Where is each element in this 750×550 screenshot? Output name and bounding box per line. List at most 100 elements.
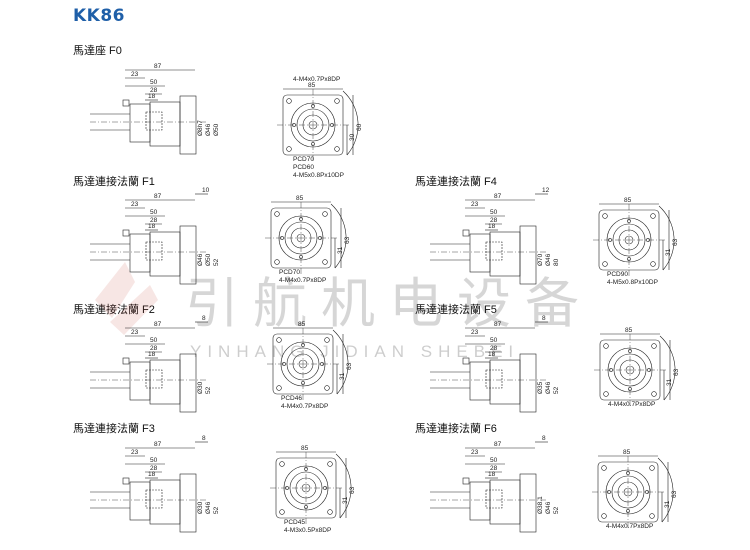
diameter-label: Ø30 <box>197 381 204 394</box>
diameter-label: Ø46 <box>205 501 212 514</box>
dim-label: 87 <box>154 193 162 200</box>
nut <box>122 99 130 107</box>
diameter-label: Ø38.1 <box>537 496 544 514</box>
callout-note: 4-M4x0.7Px8DP <box>281 403 328 410</box>
block <box>129 103 151 143</box>
diameter-label: Ø35 <box>537 381 544 394</box>
diameter-label: Ø50 <box>213 123 220 136</box>
callout-note: 4-M5x0.8Px10DP <box>293 172 344 179</box>
mount-hole <box>602 213 608 219</box>
coupling-housing <box>489 231 521 277</box>
mount-hole <box>651 391 657 397</box>
angle-arc <box>657 457 674 523</box>
mount-hole <box>322 211 328 217</box>
block <box>469 233 491 273</box>
diameter-label: Ø46 <box>545 381 552 394</box>
section-label-f6: 馬達連接法蘭 F6 <box>415 423 497 435</box>
flange <box>179 353 197 413</box>
dim-label: 23 <box>471 329 479 336</box>
callout-note: PCD70 <box>293 156 314 163</box>
nut <box>122 477 130 485</box>
diameter-label: Ø50 <box>205 253 212 266</box>
dim-label: 50 <box>150 337 158 344</box>
block <box>129 361 151 401</box>
angle-arc <box>658 205 675 271</box>
diameter-label: 52 <box>205 386 212 394</box>
flange <box>179 95 197 155</box>
shaft <box>301 483 311 493</box>
mount-hole <box>276 385 282 391</box>
mount-hole <box>327 461 333 467</box>
section-label-f2: 馬達連接法蘭 F2 <box>73 304 155 316</box>
dim-label: 18 <box>148 223 156 230</box>
dim-label: 85 <box>298 321 306 328</box>
angle-arc <box>332 329 349 395</box>
dim-label: 23 <box>131 71 139 78</box>
section-label-f3: 馬達連接法蘭 F3 <box>73 423 155 435</box>
dim-label: 85 <box>624 197 632 204</box>
angle-arc <box>342 90 359 156</box>
diameter-label: Ø30 <box>197 501 204 514</box>
flange <box>519 353 537 413</box>
mount-hole <box>334 146 340 152</box>
dim-label: 63 <box>672 238 679 246</box>
coupling <box>145 241 163 261</box>
dim-label: 50 <box>490 337 498 344</box>
dim-label: 18 <box>488 223 496 230</box>
diameter-label: 52 <box>553 506 560 514</box>
nut <box>122 357 130 365</box>
coupling <box>485 241 503 261</box>
coupling <box>145 489 163 509</box>
dim-label: 63 <box>349 486 356 494</box>
block <box>469 361 491 401</box>
coupling-housing <box>149 231 181 277</box>
dim-label: 23 <box>471 449 479 456</box>
mount-hole <box>649 513 655 519</box>
callout-note: 4-M4x0.7Px8DP <box>279 277 326 284</box>
diameter-label: Ø46 <box>545 501 552 514</box>
dim-label: 23 <box>131 329 139 336</box>
dim-label: 63 <box>346 362 353 370</box>
mount-hole <box>651 343 657 349</box>
dim-label: 23 <box>131 449 139 456</box>
section-label-f0: 馬達座 F0 <box>73 45 122 57</box>
shaft <box>308 120 318 130</box>
dim-label: 85 <box>623 449 631 456</box>
angle-arc <box>659 335 676 401</box>
callout-note: 4-M5x0.8Px10DP <box>607 279 658 286</box>
dim-label: 28 <box>150 465 158 472</box>
flange <box>519 225 537 285</box>
angle-arc <box>330 203 347 269</box>
dim-label: 60 <box>356 123 363 131</box>
front-view-f0: 8560304-M4x0.7Px8DPPCD70PCD604-M5x0.8Px1… <box>277 76 363 179</box>
dim-label: 85 <box>301 445 309 452</box>
diameter-label: Ø46 <box>545 253 552 266</box>
nut <box>462 229 470 237</box>
mount-hole <box>601 513 607 519</box>
mount-hole <box>279 509 285 515</box>
shaft <box>624 235 634 245</box>
dim-label: 87 <box>154 63 162 70</box>
dim-label: 8 <box>542 435 546 442</box>
callout-note: PCD90 <box>607 271 628 278</box>
diameter-label: 52 <box>213 506 220 514</box>
dim-label: 31 <box>665 248 672 256</box>
callout-note: PCD60 <box>293 164 314 171</box>
mount-hole <box>602 261 608 267</box>
dim-label: 8 <box>542 315 546 322</box>
dim-label: 18 <box>148 93 156 100</box>
callout-note: 4-M4x0.7Px8DP <box>608 401 655 408</box>
coupling-housing <box>149 101 181 147</box>
dim-label: 28 <box>150 87 158 94</box>
mount-hole <box>334 98 340 104</box>
flange <box>519 473 537 533</box>
mount-hole <box>324 337 330 343</box>
dim-label: 8 <box>202 435 206 442</box>
front-views: 8560304-M4x0.7Px8DPPCD70PCD604-M5x0.8Px1… <box>265 76 680 534</box>
